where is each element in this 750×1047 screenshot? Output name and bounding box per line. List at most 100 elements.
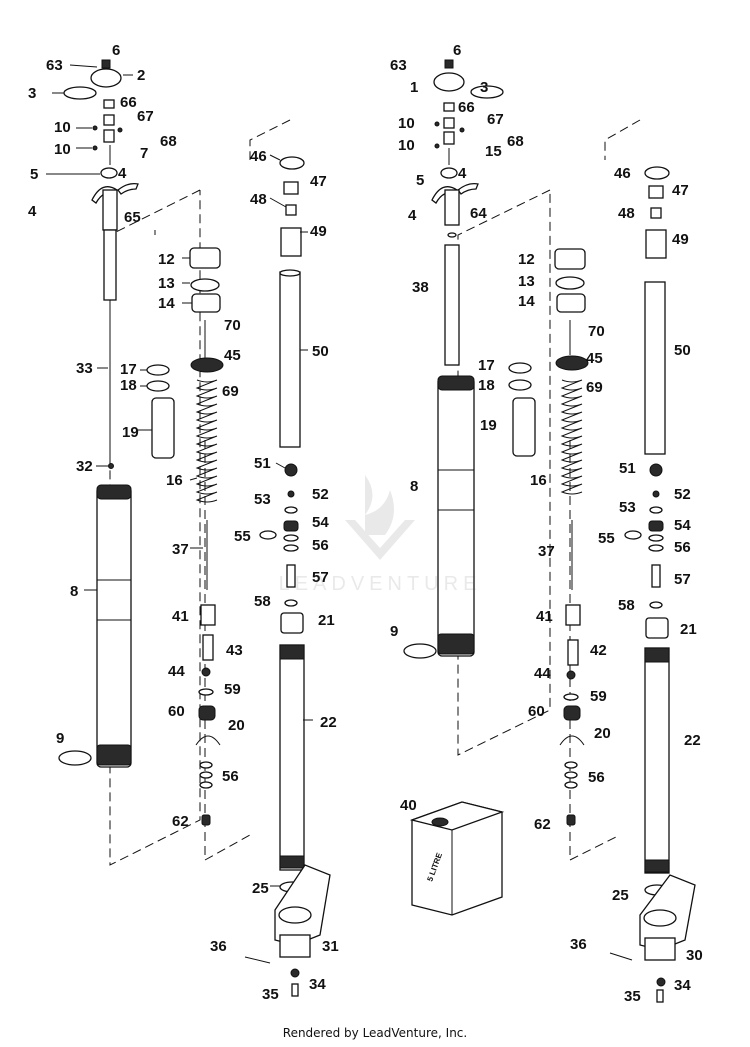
left-callout-12: 12 — [158, 251, 175, 268]
left-callout-22: 22 — [320, 714, 337, 731]
right-callout-12: 12 — [518, 251, 535, 268]
left-callout-53: 53 — [254, 491, 271, 508]
left-callout-21: 21 — [318, 612, 335, 629]
left-callout-16: 16 — [166, 472, 183, 489]
left-callout-69: 69 — [222, 383, 239, 400]
right-callout-34: 34 — [674, 977, 691, 994]
right-callout-38: 38 — [412, 279, 429, 296]
left-spring — [195, 379, 218, 503]
right-callout-60: 60 — [528, 703, 545, 720]
right-callout-45: 45 — [586, 350, 603, 367]
right-callout-35: 35 — [624, 988, 641, 1005]
oil-canister — [409, 801, 505, 916]
left-callout-7: 7 — [140, 145, 148, 162]
left-callout-54: 54 — [312, 514, 329, 531]
right-fork-assembly — [403, 59, 696, 1003]
right-callout-59: 59 — [590, 688, 607, 705]
left-callout-66: 66 — [120, 94, 137, 111]
left-callout-68: 68 — [160, 133, 177, 150]
left-callout-3: 3 — [28, 85, 36, 102]
right-callout-1: 1 — [410, 79, 418, 96]
left-callout-9: 9 — [56, 730, 64, 747]
left-callout-10: 10 — [54, 119, 71, 136]
left-callout-70: 70 — [224, 317, 241, 334]
right-callout-58: 58 — [618, 597, 635, 614]
right-callout-66: 66 — [458, 99, 475, 116]
left-callout-50: 50 — [312, 343, 329, 360]
right-callout-53: 53 — [619, 499, 636, 516]
left-callout-62: 62 — [172, 813, 189, 830]
left-callout-48: 48 — [250, 191, 267, 208]
right-callout-20: 20 — [594, 725, 611, 742]
right-callout-15: 15 — [485, 143, 502, 160]
left-callout-4: 4 — [118, 165, 127, 182]
left-callout-65: 65 — [124, 209, 141, 226]
right-callout-44: 44 — [534, 665, 551, 682]
left-callout-49: 49 — [310, 223, 327, 240]
left-callout-58: 58 — [254, 593, 271, 610]
left-callout-6: 6 — [112, 42, 120, 59]
right-callout-41: 41 — [536, 608, 553, 625]
left-callout-47: 47 — [310, 173, 327, 190]
right-callout-18: 18 — [478, 377, 495, 394]
left-callout-31: 31 — [322, 938, 339, 955]
left-callout-14: 14 — [158, 295, 175, 312]
right-callout-21: 21 — [680, 621, 697, 638]
left-callout-13: 13 — [158, 275, 175, 292]
left-callout-8: 8 — [70, 583, 78, 600]
right-callout-10: 10 — [398, 115, 415, 132]
left-callout-17: 17 — [120, 361, 137, 378]
right-callout-42: 42 — [590, 642, 607, 659]
right-callout-25: 25 — [612, 887, 629, 904]
left-callout-60: 60 — [168, 703, 185, 720]
right-callout-22: 22 — [684, 732, 701, 749]
left-callout-56: 56 — [222, 768, 239, 785]
right-callout-52: 52 — [674, 486, 691, 503]
right-callout-63: 63 — [390, 57, 407, 74]
left-callout-4: 4 — [28, 203, 37, 220]
right-callout-3: 3 — [480, 79, 488, 96]
left-callout-46: 46 — [250, 148, 267, 165]
left-callout-43: 43 — [226, 642, 243, 659]
right-callout-17: 17 — [478, 357, 495, 374]
watermark-logo: LEADVENTURE — [279, 475, 476, 595]
right-callout-47: 47 — [672, 182, 689, 199]
right-callout-50: 50 — [674, 342, 691, 359]
left-callout-44: 44 — [168, 663, 185, 680]
left-callout-33: 33 — [76, 360, 93, 377]
left-callout-52: 52 — [312, 486, 329, 503]
left-callout-36: 36 — [210, 938, 227, 955]
left-callout-41: 41 — [172, 608, 189, 625]
right-callout-62: 62 — [534, 816, 551, 833]
left-callout-59: 59 — [224, 681, 241, 698]
footer-credit: Rendered by LeadVenture, Inc. — [282, 1026, 468, 1040]
left-callout-67: 67 — [137, 108, 154, 125]
left-callout-51: 51 — [254, 455, 271, 472]
left-callout-63: 63 — [46, 57, 63, 74]
right-callout-57: 57 — [674, 571, 691, 588]
right-callout-67: 67 — [487, 111, 504, 128]
right-callout-40: 40 — [400, 797, 417, 814]
left-callout-37: 37 — [172, 541, 189, 558]
right-callout-64: 64 — [470, 205, 487, 222]
right-callout-9: 9 — [390, 623, 398, 640]
left-callout-25: 25 — [252, 880, 269, 897]
right-callout-4: 4 — [458, 165, 467, 182]
left-callout-5: 5 — [30, 166, 38, 183]
right-callout-30: 30 — [686, 947, 703, 964]
right-callout-36: 36 — [570, 936, 587, 953]
left-callout-35: 35 — [262, 986, 279, 1003]
right-callout-13: 13 — [518, 273, 535, 290]
left-callout-45: 45 — [224, 347, 241, 364]
right-callout-70: 70 — [588, 323, 605, 340]
left-callout-2: 2 — [137, 67, 145, 84]
right-callout-8: 8 — [410, 478, 418, 495]
leadventure-watermark: LEADVENTURE — [250, 455, 510, 595]
right-callout-56: 56 — [588, 769, 605, 786]
left-callout-55: 55 — [234, 528, 251, 545]
left-fork-assembly — [46, 59, 331, 997]
right-callout-56: 56 — [674, 539, 691, 556]
left-callout-32: 32 — [76, 458, 93, 475]
